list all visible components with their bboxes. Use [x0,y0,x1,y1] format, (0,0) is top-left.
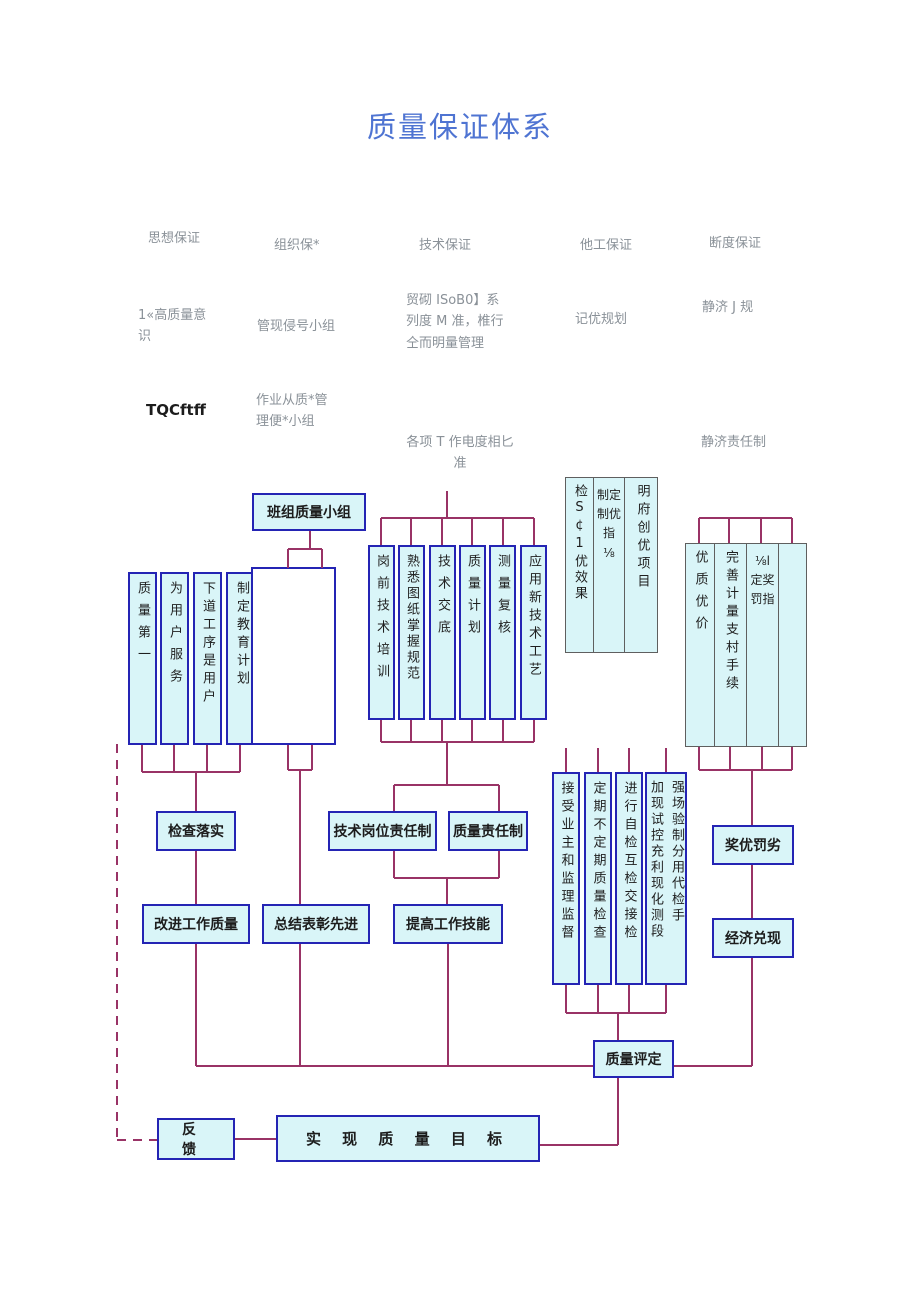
col-excellence-project: 明府创优项目 [624,478,657,652]
col-measurement-payment: 完善计量支村手续 [714,544,746,746]
box-accept-supervision-label: 接受业主和监理监督 [558,781,574,943]
box-site-test-control-col2: 强场验制分用代检手 [669,780,684,924]
label-management-group: 管现侵号小组 [257,319,336,334]
col-measurement-payment-label: 完善计量支村手续 [723,550,738,694]
box-commend-advanced: 总结表彰先进 [262,904,370,944]
box-technical-disclosure: 技术交底 [429,545,456,720]
label-quality-awareness: 1«高质量意 识 [138,308,207,345]
box-self-mutual-inspection-label: 进行自检互检交接检 [621,781,637,943]
box-periodic-inspection-label: 定期不定期质量检查 [590,781,606,943]
label-tqc: TQCftff [146,401,206,419]
col-empty [778,544,806,746]
label-economic-rule: 静济 J 规 [702,300,754,315]
box-improve-skills: 提高工作技能 [393,904,503,944]
box-team-quality-group: 班组质量小组 [252,493,366,531]
col-set-target: 制定 制优 指 ⅛ [593,478,624,652]
box-excellence-check-group: 检S¢1优效果 制定 制优 指 ⅛ 明府创优项目 [565,477,658,653]
box-next-process-is-user-label: 下道工序是用户 [200,581,215,707]
col-check-effect: 检S¢1优效果 [566,478,593,652]
col-excellence-project-label: 明府创优项目 [634,484,650,592]
box-quality-first: 质量第一 [128,572,157,745]
label-responsibility-system: 静济责任制 [701,435,767,450]
box-pre-job-training: 岗前技术培训 [368,545,395,720]
box-periodic-inspection: 定期不定期质量检查 [584,772,612,985]
box-improve-work-quality: 改进工作质量 [142,904,250,944]
box-quality-plan-label: 质量计划 [465,554,480,642]
box-serve-users-label: 为用户服务 [167,581,182,691]
column-label-system: 断度保证 [709,236,762,251]
box-survey-review-label: 测量复核 [495,554,510,642]
box-quality-price-group: 优质优价 完善计量支村手续 ⅛l 定奖 罚指 [685,543,807,747]
box-reward-punish: 奖优罚劣 [712,825,794,865]
blank-box [251,567,336,745]
box-achieve-quality-goal: 实 现 质 量 目 标 [276,1115,540,1162]
box-pre-job-training-label: 岗前技术培训 [374,554,389,686]
box-check-implementation: 检查落实 [156,811,236,851]
col-quality-price: 优质优价 [686,544,714,746]
box-quality-first-label: 质量第一 [135,581,150,669]
box-quality-evaluation: 质量评定 [593,1040,674,1078]
column-label-organization: 组织保* [274,238,320,253]
column-label-work: 他工保证 [580,238,633,253]
box-self-mutual-inspection: 进行自检互检交接检 [615,772,643,985]
label-iso-standard: 贸砌 ISoB0】系 列度 M 准，椎行 仝而明量管理 [406,293,504,351]
box-next-process-is-user: 下道工序是用户 [193,572,222,745]
box-study-drawings-label: 熟悉图纸掌握规范 [404,554,419,682]
box-site-test-control-col1: 加现试控充利现化测段 [648,780,663,940]
box-site-test-control: 加现试控充利现化测段 强场验制分用代检手 [645,772,687,985]
column-label-technology: 技术保证 [419,238,472,253]
col-quality-price-label: 优质优价 [692,550,708,638]
col-reward-penalty-target-label: ⅛l 定奖 罚指 [750,554,775,607]
box-economic-realization: 经济兑现 [712,918,794,958]
box-study-drawings: 熟悉图纸掌握规范 [398,545,425,720]
col-set-target-label: 制定 制优 指 ⅛ [596,488,621,560]
box-new-technology: 应用新技术工艺 [520,545,547,720]
column-label-thought: 思想保证 [148,231,201,246]
page-title: 质量保证体系 [366,110,553,144]
box-survey-review: 测量复核 [489,545,516,720]
box-accept-supervision: 接受业主和监理监督 [552,772,580,985]
col-reward-penalty-target: ⅛l 定奖 罚指 [746,544,778,746]
label-plan: 记优规划 [575,312,628,327]
box-feedback: 反 馈 [157,1118,235,1160]
box-serve-users: 为用户服务 [160,572,189,745]
box-education-plan-label: 制定教育计划 [234,581,249,689]
label-work-group: 作业从质*管 理便*小组 [256,393,328,430]
box-quality-plan: 质量计划 [459,545,486,720]
box-new-technology-label: 应用新技术工艺 [526,554,541,680]
box-technical-disclosure-label: 技术交底 [435,554,450,642]
col-check-effect-label: 检S¢1优效果 [572,484,587,602]
box-technical-post-responsibility: 技术岗位责任制 [328,811,437,851]
label-work-standard: 各项 T 作电度相匕 准 [406,435,514,472]
box-quality-responsibility: 质量责任制 [448,811,528,851]
